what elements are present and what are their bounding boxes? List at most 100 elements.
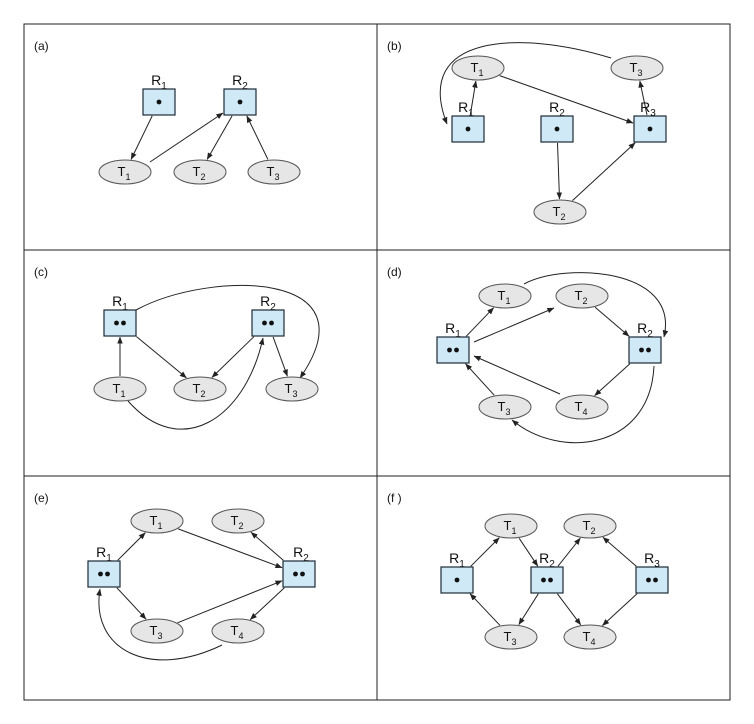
resource-r1: R1 xyxy=(436,320,470,364)
process-label: T3 xyxy=(498,399,511,417)
edges xyxy=(130,112,269,163)
panel-label: (d) xyxy=(387,265,402,279)
edge-r1-to-t3 xyxy=(135,285,320,379)
edge-r2-to-t2 xyxy=(556,142,563,200)
edge-r1-to-t1 xyxy=(465,307,495,337)
process-t4: T4 xyxy=(555,394,609,420)
instance-dot xyxy=(114,320,119,326)
resource-label: R2 xyxy=(260,293,276,313)
edge-r1-to-t3 xyxy=(116,587,147,620)
process-label: T3 xyxy=(630,60,643,78)
process-label: T1 xyxy=(471,60,484,78)
process-t3: T3 xyxy=(484,624,538,650)
resource-box xyxy=(282,560,316,588)
process-label: T2 xyxy=(575,288,588,306)
process-ellipse xyxy=(478,394,532,420)
resource-label: R3 xyxy=(640,99,656,119)
process-ellipse xyxy=(478,283,532,309)
process-ellipse xyxy=(211,618,265,644)
process-ellipse xyxy=(211,508,265,534)
instance-dot xyxy=(269,320,274,326)
instance-dot xyxy=(465,126,471,132)
process-t3: T3 xyxy=(130,618,184,644)
process-ellipse xyxy=(563,624,617,650)
instance-dot xyxy=(300,571,305,577)
process-label: T2 xyxy=(231,513,244,531)
resource-label: R1 xyxy=(449,550,465,570)
instance-dot xyxy=(548,577,553,583)
process-label: T1 xyxy=(150,513,163,531)
process-ellipse xyxy=(555,283,609,309)
edge-t1-to-r2 xyxy=(518,538,539,567)
panel-label: (b) xyxy=(387,39,402,53)
resource-box xyxy=(635,566,669,594)
process-ellipse xyxy=(93,376,147,402)
resource-label: R2 xyxy=(549,99,565,119)
process-t1: T1 xyxy=(484,513,538,539)
instance-dot xyxy=(647,126,653,132)
edge-r1-to-t2 xyxy=(136,336,187,379)
instance-dot xyxy=(121,320,126,326)
edge-t4-to-r1 xyxy=(96,588,223,661)
process-ellipse xyxy=(173,376,227,402)
process-ellipse xyxy=(130,618,184,644)
edges xyxy=(96,528,285,661)
edge-r2-to-t2 xyxy=(557,537,581,567)
process-t1: T1 xyxy=(478,283,532,309)
edge-t3-to-r1 xyxy=(439,42,612,125)
resource-r2: R2 xyxy=(282,544,316,588)
edge-t2-to-r2 xyxy=(594,306,630,337)
resource-label: R1 xyxy=(96,544,112,564)
edge-r2-to-t2 xyxy=(211,336,255,378)
resource-r2: R2 xyxy=(530,550,564,594)
instance-dot xyxy=(646,347,651,353)
process-t1: T1 xyxy=(451,55,505,81)
resource-label: R2 xyxy=(539,550,555,570)
edge-r2-to-t3 xyxy=(511,365,655,444)
resource-label: R2 xyxy=(232,72,248,92)
instance-dot xyxy=(105,571,110,577)
process-label: T2 xyxy=(583,518,596,536)
resource-label: R1 xyxy=(151,72,167,92)
resource-r1: R1 xyxy=(440,550,474,594)
resource-label: R2 xyxy=(293,544,309,564)
process-t4: T4 xyxy=(211,618,265,644)
edges xyxy=(117,285,320,430)
process-t2: T2 xyxy=(173,159,227,185)
resource-box xyxy=(251,309,285,337)
edges xyxy=(465,272,669,444)
instance-dot xyxy=(293,571,298,577)
edge-r2-to-t2 xyxy=(250,531,284,561)
process-t1: T1 xyxy=(93,376,147,402)
edges xyxy=(439,42,648,201)
edge-t1-to-r2 xyxy=(127,337,265,430)
process-label: T1 xyxy=(498,288,511,306)
resource-box xyxy=(87,560,121,588)
resource-box xyxy=(440,566,474,594)
instance-dot xyxy=(541,577,546,583)
edge-r2-to-t3 xyxy=(518,593,539,625)
resource-box xyxy=(142,88,176,116)
edge-t1-to-r3 xyxy=(499,75,634,124)
edge-r2-to-t4 xyxy=(557,593,582,626)
resource-box xyxy=(530,566,564,594)
panel-label: (c) xyxy=(34,265,48,279)
resource-r3: R3 xyxy=(633,99,667,143)
panel-border xyxy=(23,23,378,251)
process-ellipse xyxy=(247,159,301,185)
process-ellipse xyxy=(533,199,587,225)
resource-label: R1 xyxy=(445,320,461,340)
process-ellipse xyxy=(555,394,609,420)
edge-t1-to-r2 xyxy=(523,272,669,338)
process-label: T3 xyxy=(150,623,163,641)
edge-r3-to-t4 xyxy=(602,593,638,626)
edge-r1-to-t1 xyxy=(470,537,500,567)
resource-box xyxy=(628,336,662,364)
instance-dot xyxy=(454,347,459,353)
edge-r1-to-t2 xyxy=(473,307,555,343)
edge-r2-to-t2 xyxy=(206,115,233,160)
resource-r2: R2 xyxy=(628,320,662,364)
